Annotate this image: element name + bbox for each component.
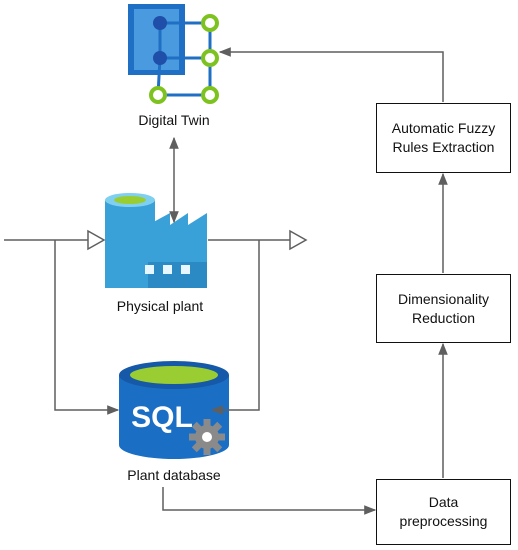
digital-twin-label: Digital Twin xyxy=(138,112,210,128)
data-preprocessing-box: Data preprocessing xyxy=(376,479,511,545)
connectors xyxy=(4,47,448,515)
gear-icon xyxy=(189,419,225,455)
physical-plant-label: Physical plant xyxy=(116,298,204,314)
output-flow-arrowhead xyxy=(289,229,308,251)
plant-database-label: Plant database xyxy=(127,467,221,483)
fuzzy-rules-extraction-box: Automatic Fuzzy Rules Extraction xyxy=(376,103,511,173)
digital-twin-icon xyxy=(128,4,219,104)
input-to-database-connector xyxy=(54,240,120,415)
input-flow-arrowhead xyxy=(87,229,106,251)
dimensionality-reduction-box: Dimensionality Reduction xyxy=(376,274,511,343)
output-to-database-connector xyxy=(210,240,260,415)
sql-text: SQL xyxy=(131,401,193,434)
fuzzy-to-twin-connector xyxy=(218,47,444,102)
factory-icon xyxy=(105,193,207,288)
database-to-preprocessing-connector xyxy=(162,487,377,515)
